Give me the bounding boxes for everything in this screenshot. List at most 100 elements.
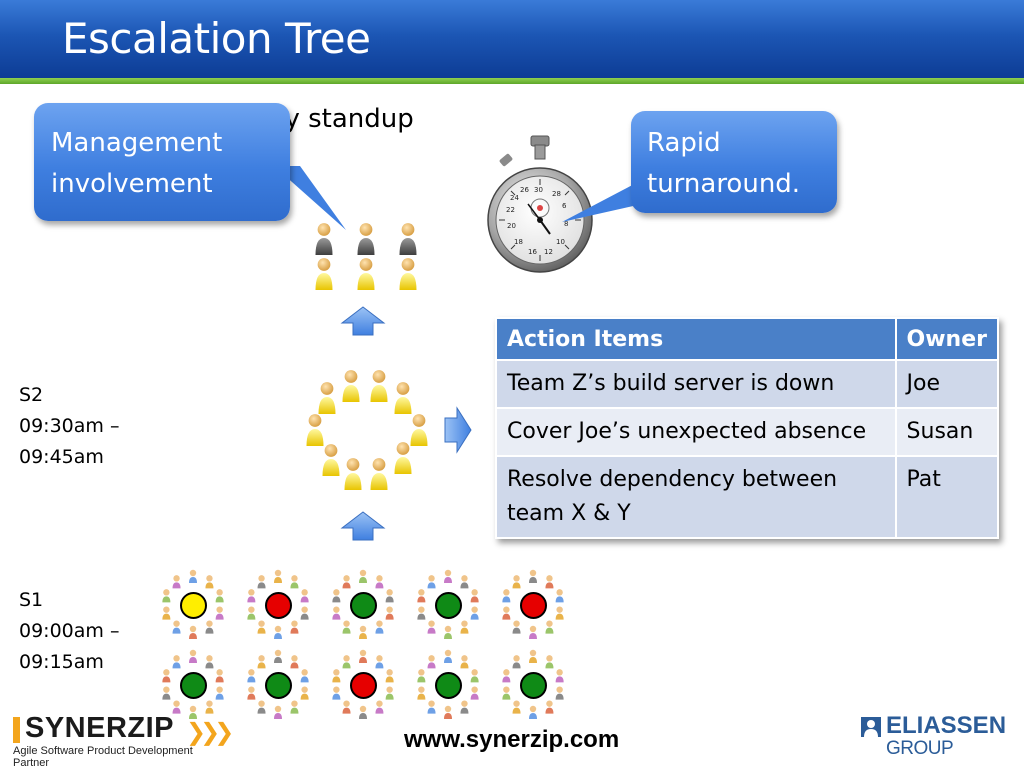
team-cluster	[410, 567, 486, 643]
team-cluster	[410, 647, 486, 723]
callout-rapid-line2: turnaround.	[647, 169, 801, 199]
team-cluster	[495, 567, 571, 643]
owner-cell: Susan	[894, 407, 1000, 457]
eliassen-emblem-icon	[861, 717, 881, 737]
team-members-icon	[502, 649, 564, 719]
up-arrow-icon	[340, 306, 386, 336]
svg-text:10: 10	[556, 238, 565, 246]
slide-subtitle: ily standup	[270, 104, 414, 134]
callout-rapid-turnaround: Rapid turnaround.	[631, 111, 837, 213]
stage-s1-label: S1 09:00am – 09:15am	[19, 585, 119, 678]
team-cluster	[240, 567, 316, 643]
stage-s2-label: S2 09:30am – 09:45am	[19, 380, 119, 473]
chevrons-icon: ❯❯❯	[186, 718, 234, 746]
person-icon	[316, 380, 338, 414]
callout-management-line2: involvement	[51, 169, 213, 199]
team-cluster	[325, 647, 401, 723]
person-icon	[355, 256, 377, 290]
team-cluster	[325, 567, 401, 643]
person-icon	[355, 221, 377, 255]
svg-text:6: 6	[562, 202, 567, 210]
person-icon	[313, 221, 335, 255]
table-header-row: Action Items Owner	[495, 317, 1000, 361]
svg-text:20: 20	[507, 222, 516, 230]
person-icon	[368, 456, 390, 490]
slide-title: Escalation Tree	[62, 14, 371, 63]
person-icon	[340, 368, 362, 402]
status-indicator-green	[350, 592, 377, 619]
up-arrow-icon	[340, 511, 386, 541]
svg-text:12: 12	[544, 248, 553, 256]
logo-tagline: Agile Software Product Development Partn…	[13, 745, 193, 768]
footer-url: www.synerzip.com	[404, 726, 620, 753]
title-bar: Escalation Tree	[0, 0, 1024, 78]
status-indicator-red	[520, 592, 547, 619]
svg-text:22: 22	[506, 206, 515, 214]
team-members-icon	[162, 649, 224, 719]
stage-s1-name: S1	[19, 589, 44, 611]
status-indicator-red	[265, 592, 292, 619]
eliassen-name: ELIASSEN	[886, 712, 1007, 739]
team-cluster	[495, 647, 571, 723]
callout-management: Management involvement	[34, 103, 290, 221]
person-icon	[397, 256, 419, 290]
callout-left-tail	[274, 166, 346, 230]
svg-text:26: 26	[520, 186, 529, 194]
s1-teams-grid	[155, 567, 575, 727]
stage-s1-start: 09:00am –	[19, 620, 120, 642]
team-members-icon	[332, 649, 394, 719]
team-cluster	[155, 647, 231, 723]
callout-rapid-line1: Rapid	[647, 128, 721, 158]
status-indicator-yellow	[180, 592, 207, 619]
svg-text:28: 28	[552, 190, 561, 198]
synerzip-logo: SYNERZIP ❯❯❯ Agile Software Product Deve…	[13, 712, 234, 768]
action-item-cell: Team Z’s build server is down	[495, 359, 897, 409]
status-indicator-green	[180, 672, 207, 699]
person-icon	[342, 456, 364, 490]
table-row: Cover Joe’s unexpected absence Susan	[495, 407, 1000, 457]
team-members-icon	[417, 649, 479, 719]
callout-right-tail	[562, 180, 642, 222]
person-icon	[397, 221, 419, 255]
table-row: Team Z’s build server is down Joe	[495, 359, 1000, 409]
person-icon	[304, 412, 326, 446]
title-divider	[0, 78, 1024, 84]
status-indicator-green	[435, 672, 462, 699]
team-members-icon	[162, 569, 224, 639]
status-indicator-green	[435, 592, 462, 619]
status-indicator-red	[350, 672, 377, 699]
owner-cell: Joe	[894, 359, 1000, 409]
column-header-owner: Owner	[894, 317, 1000, 361]
callout-management-line1: Management	[51, 128, 223, 158]
person-icon	[313, 256, 335, 290]
column-header-action-items: Action Items	[495, 317, 897, 361]
stage-s2-name: S2	[19, 384, 44, 406]
svg-text:30: 30	[534, 186, 543, 194]
svg-text:16: 16	[528, 248, 537, 256]
svg-text:18: 18	[514, 238, 523, 246]
stage-s2-end: 09:45am	[19, 446, 104, 468]
team-cluster	[155, 567, 231, 643]
logo-name: SYNERZIP	[25, 712, 175, 744]
action-item-cell: Cover Joe’s unexpected absence	[495, 407, 897, 457]
eliassen-group: GROUP	[886, 738, 954, 759]
team-members-icon	[247, 569, 309, 639]
eliassen-logo: ELIASSEN GROUP	[860, 712, 1010, 764]
stage-s1-end: 09:15am	[19, 651, 104, 673]
team-members-icon	[502, 569, 564, 639]
team-members-icon	[417, 569, 479, 639]
owner-cell: Pat	[894, 455, 1000, 539]
logo-bar	[13, 717, 20, 743]
status-indicator-green	[265, 672, 292, 699]
team-members-icon	[332, 569, 394, 639]
table-row: Resolve dependency between team X & Y Pa…	[495, 455, 1000, 539]
svg-text:8: 8	[564, 220, 568, 228]
stage-s2-start: 09:30am –	[19, 415, 120, 437]
action-item-cell: Resolve dependency between team X & Y	[495, 455, 897, 539]
right-arrow-icon	[444, 406, 472, 454]
person-icon	[392, 380, 414, 414]
person-icon	[368, 368, 390, 402]
action-items-table: Action Items Owner Team Z’s build server…	[495, 317, 1000, 539]
person-icon	[320, 442, 342, 476]
